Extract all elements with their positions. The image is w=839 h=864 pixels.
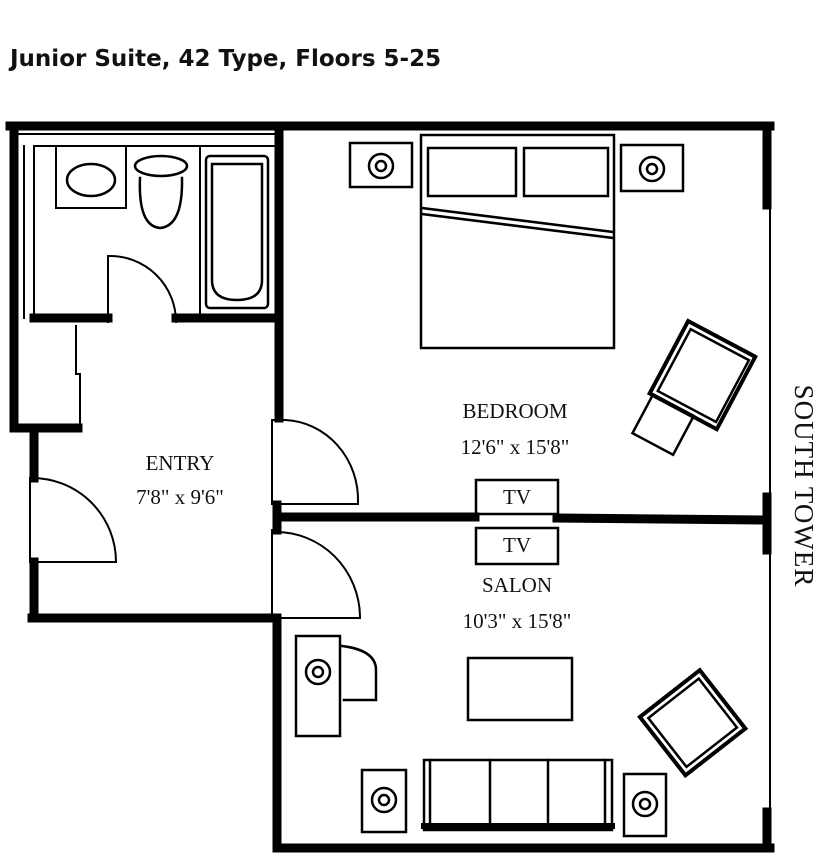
salon-furniture xyxy=(294,634,749,838)
tv-salon-label: TV xyxy=(503,533,531,557)
entry-label: ENTRY xyxy=(146,451,215,475)
bedroom-furniture xyxy=(348,133,758,566)
south-tower-label: SOUTH TOWER xyxy=(789,385,819,588)
page-title: Junior Suite, 42 Type, Floors 5-25 xyxy=(10,46,442,72)
tv-bedroom-label: TV xyxy=(503,485,531,509)
bedroom-dimensions: 12'6" x 15'8" xyxy=(461,435,570,459)
doors xyxy=(28,254,362,619)
bathroom-fixtures xyxy=(65,154,270,310)
salon-label: SALON xyxy=(482,573,552,597)
outer-walls xyxy=(5,121,775,853)
thin-walls xyxy=(13,133,771,813)
bedroom-label: BEDROOM xyxy=(462,399,567,423)
entry-dimensions: 7'8" x 9'6" xyxy=(136,485,224,509)
salon-dimensions: 10'3" x 15'8" xyxy=(463,609,572,633)
